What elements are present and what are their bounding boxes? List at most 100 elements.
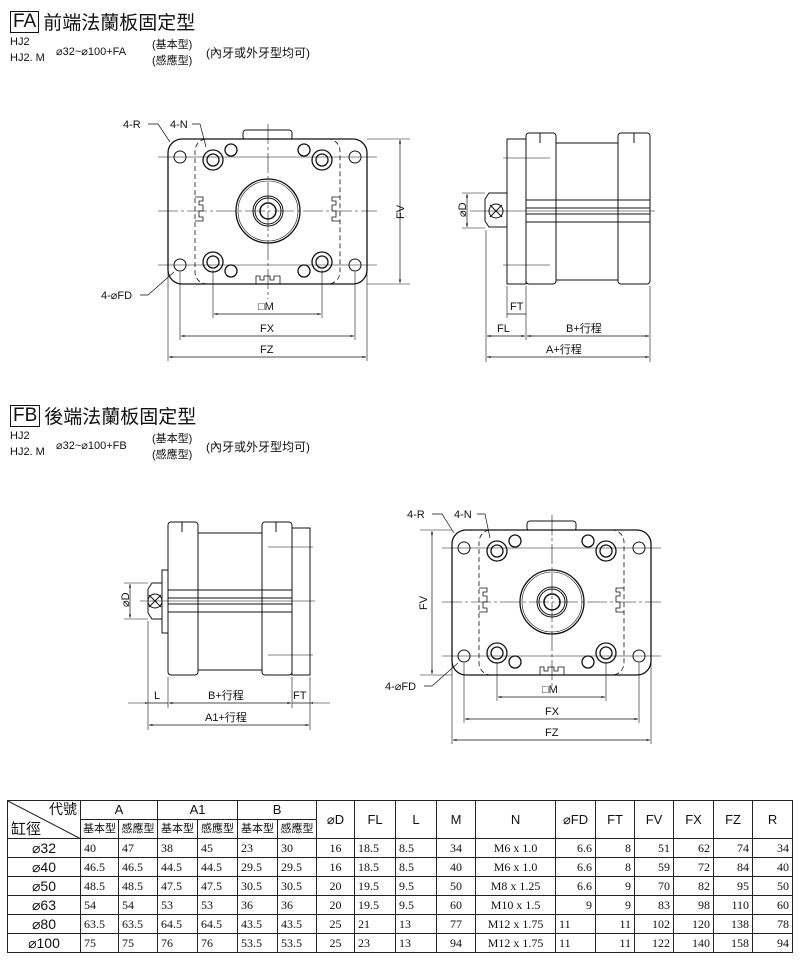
table-cell: 38 — [157, 838, 199, 858]
fa-r-label: 4-R — [123, 119, 141, 131]
fa-d-label: ⌀D — [457, 202, 469, 217]
subheader-row: 基本型感應型基本型感應型基本型感應型 — [8, 819, 793, 839]
corner-code-label: 代號 — [49, 801, 77, 817]
table-cell: 158 — [713, 933, 754, 953]
table-cell: 64.5 — [197, 914, 239, 934]
table-cell: 46.5 — [80, 857, 119, 877]
table-cell: 16 — [316, 838, 356, 858]
fb-fv-label: FV — [418, 595, 430, 610]
bore-cell: ⌀32 — [7, 838, 81, 858]
table-cell: 63.5 — [80, 914, 119, 934]
table-cell: 122 — [634, 933, 675, 953]
bore-cell: ⌀50 — [7, 876, 81, 896]
fa-title-text: 前端法蘭板固定型 — [43, 12, 196, 34]
subheader-cell: 感應型 — [277, 819, 318, 839]
table-cell: 60 — [752, 895, 794, 915]
fa-model-2: HJ2. M — [10, 52, 45, 64]
table-cell: 9 — [595, 895, 636, 915]
header-cell: FL — [354, 800, 397, 839]
fb-subtitle: HJ2 HJ2. M ⌀32~⌀100+FB (基本型) (感應型) (內牙或外… — [10, 430, 410, 464]
fb-type-1: (基本型) — [152, 433, 193, 445]
table-cell: 44.5 — [197, 857, 239, 877]
header-corner: 代號缸徑 — [7, 800, 81, 839]
table-cell: 102 — [634, 914, 675, 934]
table-cell: 8.5 — [395, 857, 438, 877]
table-cell: 53.5 — [237, 933, 279, 953]
table-cell: 6.6 — [555, 857, 597, 877]
bore-cell: ⌀80 — [7, 914, 81, 934]
table-cell: 6.6 — [555, 876, 597, 896]
table-cell: 94 — [436, 933, 477, 953]
fb-side-view — [124, 521, 330, 730]
table-cell: 75 — [80, 933, 119, 953]
table-cell: 18.5 — [354, 838, 397, 858]
table-cell: 95 — [713, 876, 754, 896]
fb-model-1: HJ2 — [10, 430, 30, 442]
fa-m-label: □M — [258, 301, 274, 313]
table-cell: 62 — [673, 838, 715, 858]
fa-note: (內牙或外牙型均可) — [206, 46, 310, 60]
table-cell: 46.5 — [117, 857, 159, 877]
table-cell: 48.5 — [117, 876, 159, 896]
header-cell: FV — [634, 800, 675, 839]
fa-type-2: (感應型) — [152, 55, 193, 67]
table-cell: 53.5 — [277, 933, 318, 953]
table-cell: M12 x 1.75 — [475, 933, 557, 953]
fa-fd-label: 4-⌀FD — [101, 290, 132, 302]
corner-bore-label: 缸徑 — [11, 821, 42, 838]
header-cell: ⌀FD — [555, 800, 597, 839]
header-cell: M — [436, 800, 477, 839]
table-cell: 51 — [634, 838, 675, 858]
table-cell: 83 — [634, 895, 675, 915]
table-cell: 54 — [117, 895, 159, 915]
table-cell: 43.5 — [237, 914, 279, 934]
table-cell: 110 — [713, 895, 754, 915]
fb-b-stroke-label: B+行程 — [208, 689, 244, 702]
fa-code: FA — [10, 10, 40, 33]
fb-fd-label: 4-⌀FD — [385, 681, 416, 693]
table-cell: 30.5 — [277, 876, 318, 896]
table-cell: 13 — [395, 933, 438, 953]
fa-ft-label: FT — [510, 301, 524, 313]
table-cell: M6 x 1.0 — [475, 838, 557, 858]
table-cell: 36 — [277, 895, 318, 915]
fb-range: ⌀32~⌀100+FB — [56, 440, 127, 452]
fb-fx-label: FX — [545, 706, 560, 718]
header-cell: FX — [673, 800, 715, 839]
fa-range: ⌀32~⌀100+FA — [56, 46, 127, 58]
table-cell: 23 — [354, 933, 397, 953]
table-cell: 29.5 — [237, 857, 279, 877]
table-cell: 47 — [117, 838, 159, 858]
header-group: A1 — [157, 800, 239, 820]
fb-title: FB 後端法蘭板固定型 — [10, 402, 196, 429]
table-cell: 8 — [595, 838, 636, 858]
fb-code: FB — [10, 404, 41, 427]
fb-d-label: ⌀D — [120, 592, 132, 607]
table-cell: 63.5 — [117, 914, 159, 934]
table-cell: 8.5 — [395, 838, 438, 858]
table-cell: 8 — [595, 857, 636, 877]
table-cell: 23 — [237, 838, 279, 858]
fb-a1-stroke-label: A1+行程 — [205, 711, 247, 724]
table-cell: 64.5 — [157, 914, 199, 934]
table-cell: 9.5 — [395, 895, 438, 915]
table-cell: 59 — [634, 857, 675, 877]
table-cell: 30 — [277, 838, 318, 858]
fb-model-2: HJ2. M — [10, 446, 45, 458]
table-cell: 47.5 — [157, 876, 199, 896]
table-cell: 140 — [673, 933, 715, 953]
header-group: A — [79, 800, 159, 820]
table-cell: 34 — [752, 838, 794, 858]
table-cell: 9.5 — [395, 876, 438, 896]
subheader-cell: 基本型 — [237, 819, 279, 839]
table-cell: 40 — [436, 857, 477, 877]
table-cell: 34 — [436, 838, 477, 858]
table-cell: M6 x 1.0 — [475, 857, 557, 877]
table-cell: 9 — [555, 895, 597, 915]
table-cell: 16 — [316, 857, 356, 877]
